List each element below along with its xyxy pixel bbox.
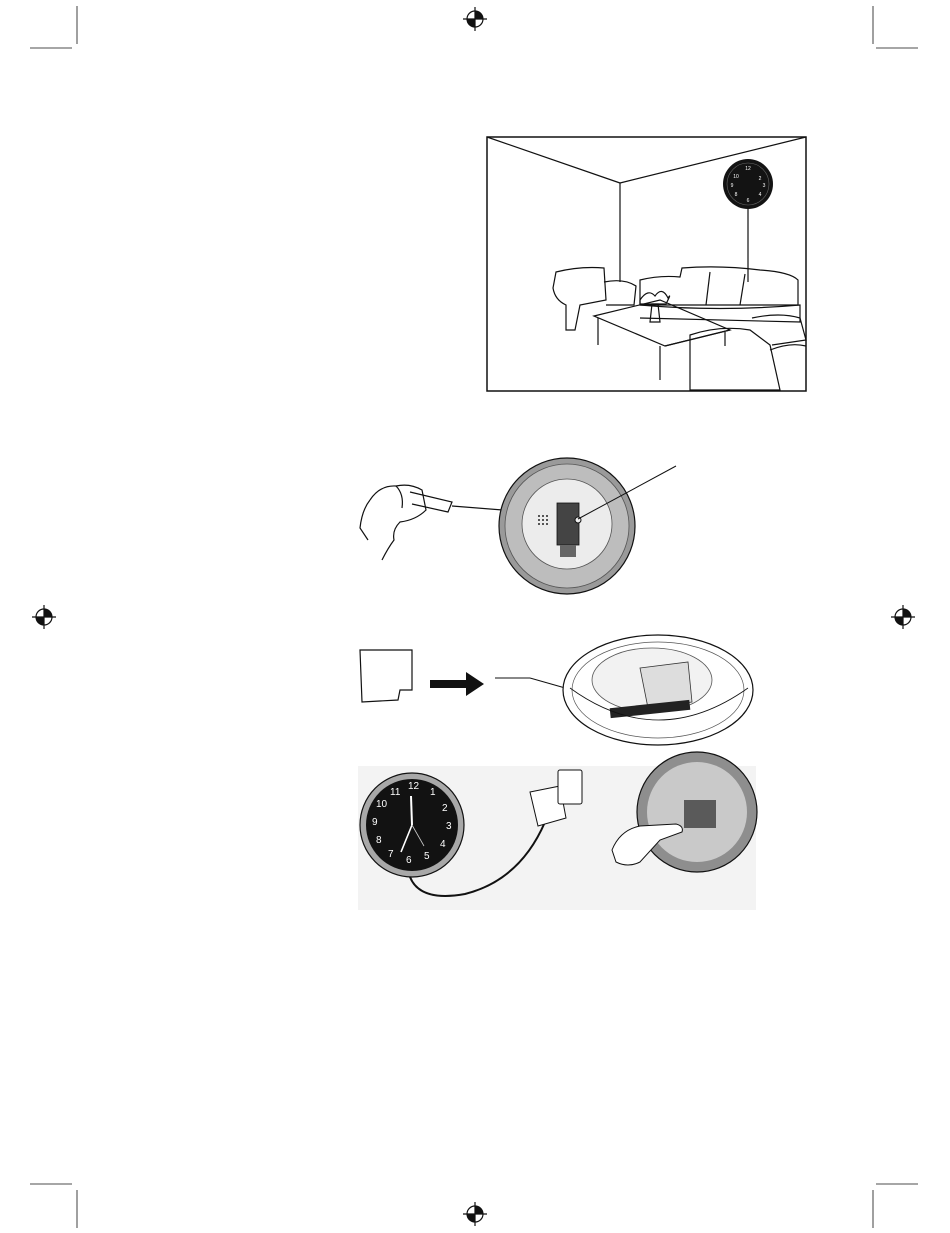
clock-numbers: 12 1 2 3 4 5 6 7 8 9 10 11 [366,779,458,871]
clock-number: 7 [388,849,394,860]
clock-number: 8 [376,835,382,846]
clock-number: 11 [390,787,400,798]
clock-number: 3 [446,821,452,832]
clock-number: 9 [372,817,378,828]
clock-number: 5 [424,851,430,862]
clock-number: 12 [408,781,419,792]
clock-number: 1 [430,787,436,798]
clock-number: 6 [406,855,412,866]
clock-number: 2 [442,803,448,814]
clock-number: 4 [440,839,446,850]
clock-number: 10 [376,799,387,810]
